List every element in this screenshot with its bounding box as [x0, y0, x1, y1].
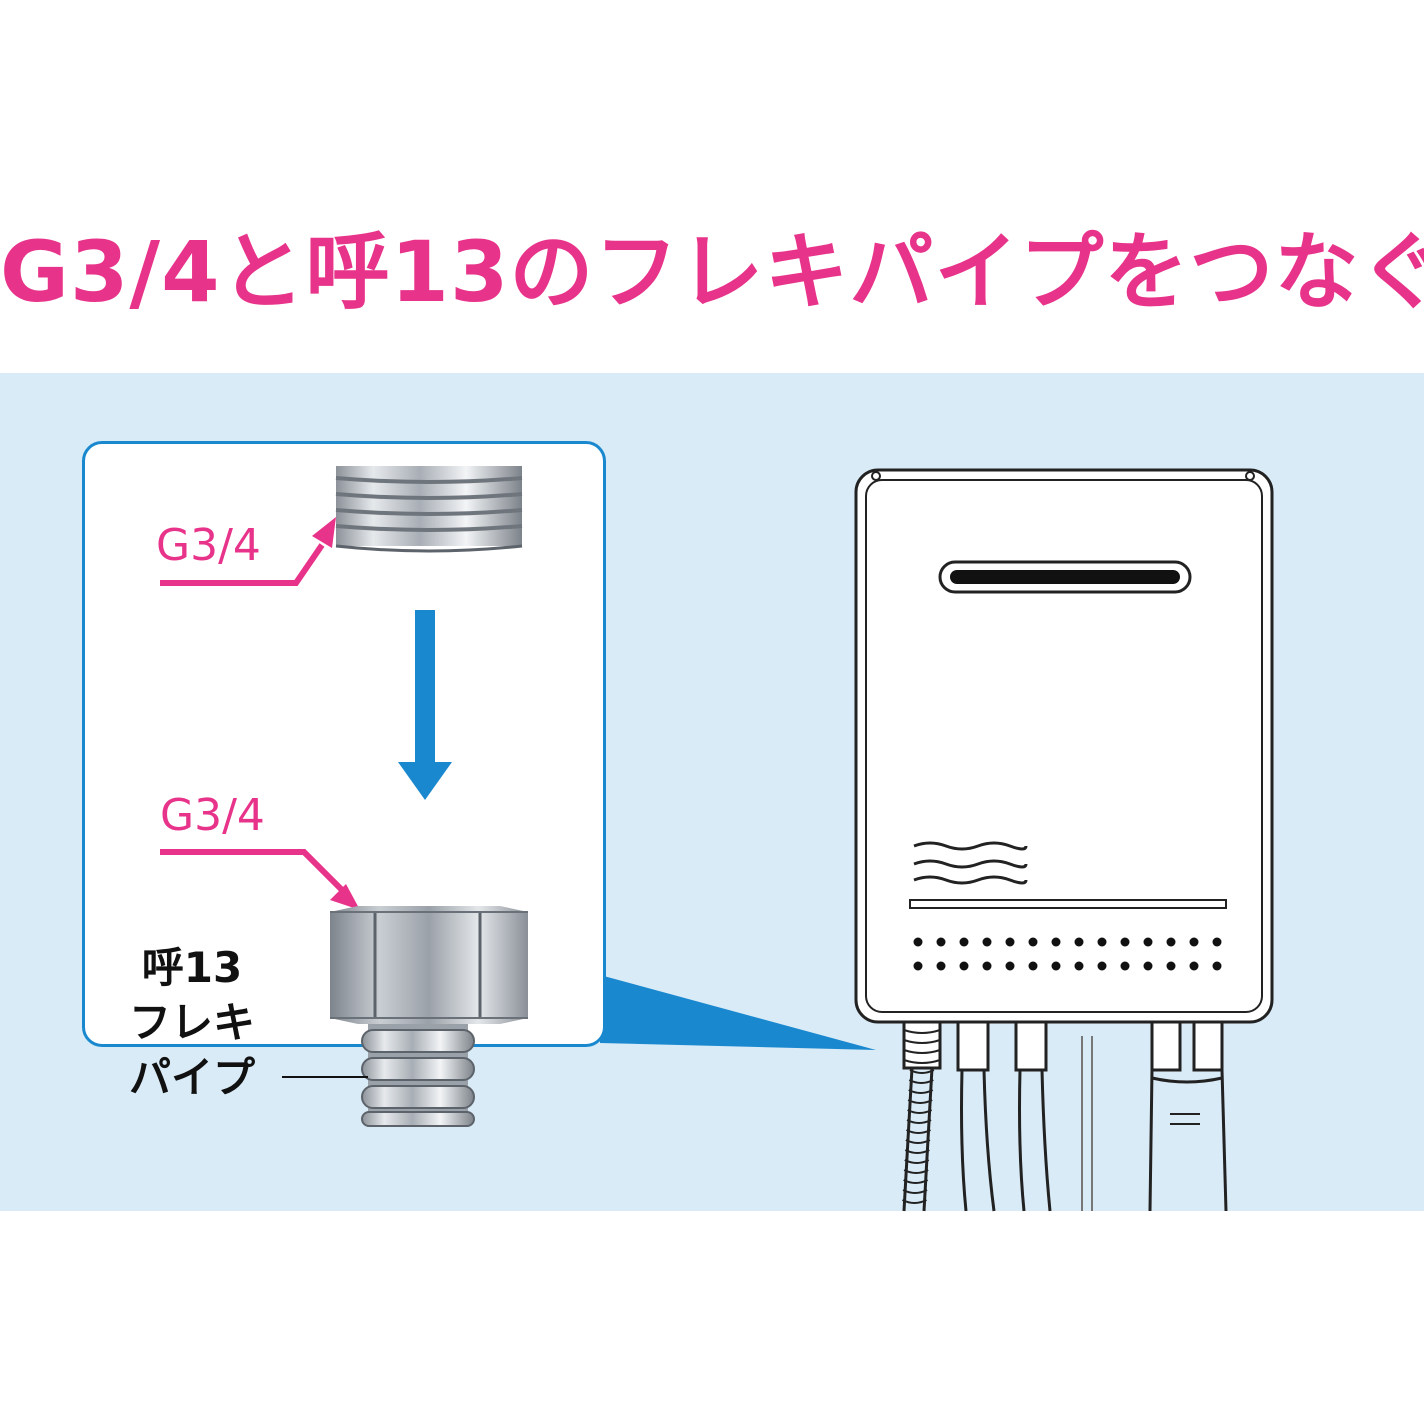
- side-label-line-2: フレキ: [128, 998, 255, 1047]
- water-heater: [854, 468, 1274, 1024]
- page-headline: G3/4と呼13のフレキパイプをつなぐ: [0, 223, 1424, 321]
- upper-leader-arrow: [160, 517, 336, 586]
- down-arrow-icon: [398, 610, 452, 800]
- upper-g34-label: G3/4: [156, 520, 261, 571]
- flex-pipe-corrugation: [361, 1024, 475, 1127]
- lower-leader-arrow: [160, 849, 360, 910]
- heater-pipes: [902, 1020, 1228, 1212]
- upper-thread-fitting: [335, 466, 523, 553]
- flex-pipe-side-label: 呼13 フレキ パイプ: [112, 940, 272, 1105]
- lower-g34-label: G3/4: [160, 790, 265, 841]
- side-label-line-1: 呼13: [141, 943, 243, 992]
- hex-nut-fitting: [330, 906, 528, 1024]
- side-label-line-3: パイプ: [128, 1053, 255, 1102]
